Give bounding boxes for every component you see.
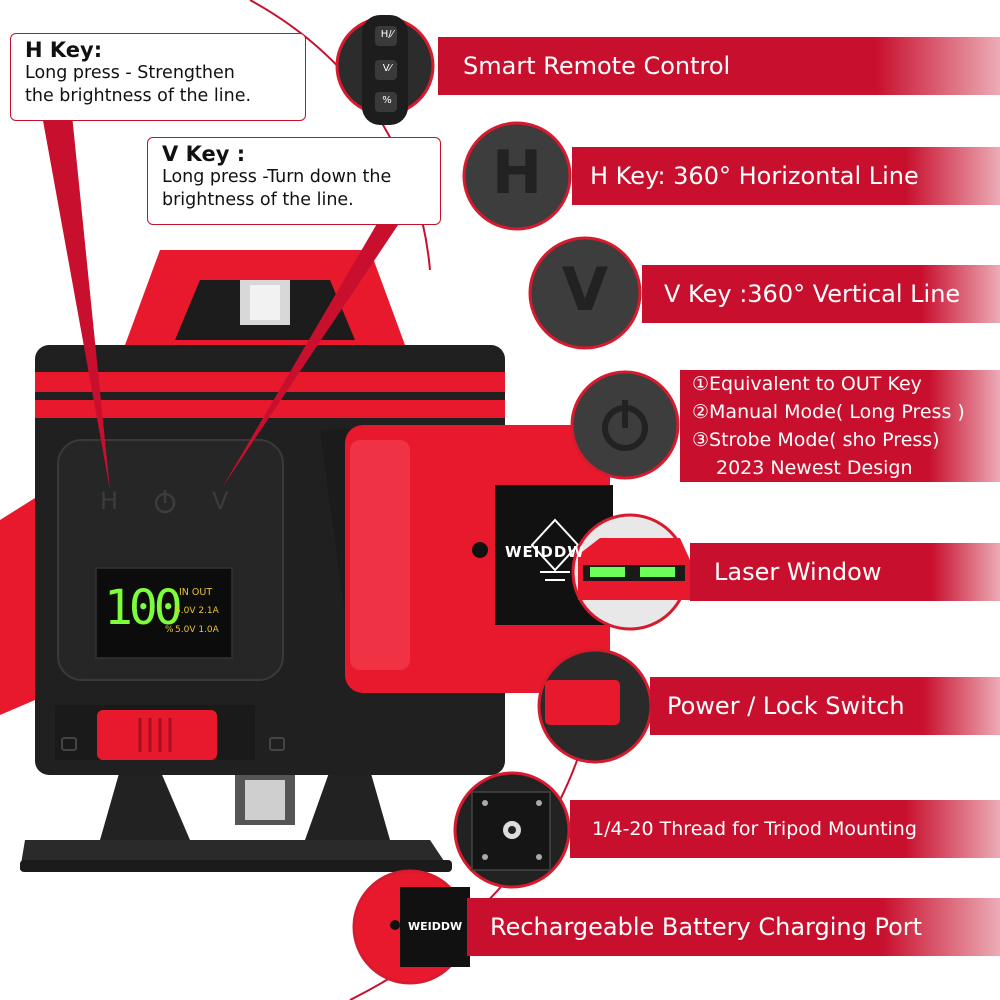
panel-h-label: H <box>100 487 119 515</box>
remote-percent-button: % <box>382 95 392 106</box>
feature-power-line2: ②Manual Mode( Long Press ) <box>692 401 965 423</box>
h-key-callout: H Key: Long press - Strengthen the brigh… <box>10 33 306 121</box>
feature-power-lock-switch-label: Power / Lock Switch <box>667 692 905 720</box>
v-key-callout-title: V Key : <box>162 142 246 166</box>
feature-v-key-label: V Key :360° Vertical Line <box>664 280 961 308</box>
feature-v-key: V Key :360° Vertical Line <box>642 265 1000 323</box>
display-row1: 5.0V 2.1A <box>175 606 219 616</box>
feature-charging-port: Rechargeable Battery Charging Port <box>467 898 1000 956</box>
v-key-callout-line1: Long press -Turn down the <box>162 167 392 187</box>
feature-power-lock-switch: Power / Lock Switch <box>650 677 1000 735</box>
brand-logo: WEIDDW <box>505 543 585 561</box>
feature-power-line1: ①Equivalent to OUT Key <box>692 373 922 395</box>
h-key-callout-line1: Long press - Strengthen <box>25 63 235 83</box>
display-header: IN OUT <box>179 587 213 598</box>
h-key-callout-title: H Key: <box>25 38 103 62</box>
v-key-callout-line2: brightness of the line. <box>162 190 354 210</box>
remote-h-button: H/⁄ <box>380 29 394 40</box>
brand-logo-small: WEIDDW <box>408 920 463 933</box>
feature-h-key: H Key: 360° Horizontal Line <box>572 147 1000 205</box>
feature-remote-control: Smart Remote Control <box>438 37 1000 95</box>
feature-power-line4: 2023 Newest Design <box>716 457 913 479</box>
v-key-icon: V <box>561 255 609 325</box>
feature-laser-window-label: Laser Window <box>714 558 882 586</box>
h-key-callout-line2: the brightness of the line. <box>25 86 252 106</box>
display-percent: % <box>165 625 174 635</box>
v-key-callout: V Key : Long press -Turn down the bright… <box>147 137 441 225</box>
feature-laser-window: Laser Window <box>690 543 1000 601</box>
h-key-icon: H <box>491 138 543 208</box>
feature-remote-control-label: Smart Remote Control <box>463 52 731 80</box>
display-row2: 5.0V 1.0A <box>175 625 219 635</box>
feature-h-key-label: H Key: 360° Horizontal Line <box>590 162 919 190</box>
panel-v-label: V <box>212 487 229 515</box>
feature-power-key: ①Equivalent to OUT Key ②Manual Mode( Lon… <box>680 370 1000 482</box>
feature-charging-port-label: Rechargeable Battery Charging Port <box>490 913 923 941</box>
display-reading: 100 <box>104 580 183 636</box>
feature-tripod-thread-label: 1/4-20 Thread for Tripod Mounting <box>592 818 917 840</box>
feature-power-line3: ③Strobe Mode( sho Press) <box>692 429 940 451</box>
feature-tripod-thread: 1/4-20 Thread for Tripod Mounting <box>570 800 1000 858</box>
remote-v-button: V⁄ <box>382 63 392 74</box>
